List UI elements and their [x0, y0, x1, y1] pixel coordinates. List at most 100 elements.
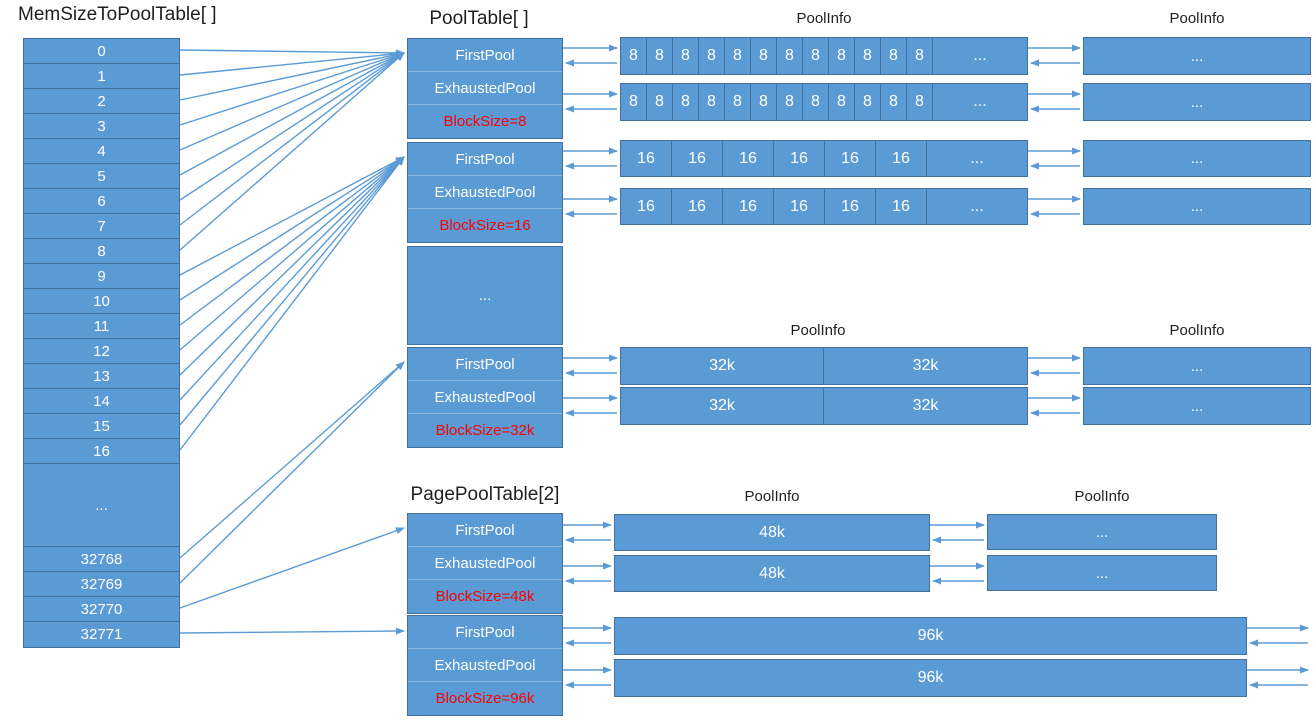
pool-info-block-cell: 16: [723, 141, 774, 176]
first-pool-cell: FirstPool: [408, 39, 562, 72]
pool-table-block-32k: FirstPool ExhaustedPool BlockSize=32k: [407, 347, 563, 448]
pointer-arrow: [179, 361, 405, 584]
pool-info-block-cell: ...: [933, 84, 1027, 120]
pool-info-block-cell: 8: [803, 38, 829, 74]
pointer-arrow: [179, 156, 405, 326]
pool-info-row: 96k: [614, 617, 1247, 655]
mem-table-cell: 32770: [24, 597, 179, 622]
mem-table-cell: 32769: [24, 572, 179, 597]
pool-info-block-cell: 8: [855, 38, 881, 74]
mem-table-cell: 0: [24, 39, 179, 64]
pool-info-block-cell: 16: [672, 141, 723, 176]
poolinfo-title: PoolInfo: [1169, 10, 1225, 27]
block-size-cell: BlockSize=16: [408, 209, 562, 242]
pool-info-block-cell: 8: [777, 84, 803, 120]
pool-info-block-cell: 8: [673, 84, 699, 120]
first-pool-cell: FirstPool: [408, 143, 562, 176]
pointer-arrow: [179, 156, 405, 351]
pointer-arrow: [179, 156, 405, 401]
pool-table-block-ellipsis: ...: [407, 246, 563, 345]
pool-info-block-cell: 8: [621, 38, 647, 74]
mem-table-cell: 5: [24, 164, 179, 189]
pool-info-block-cell: 8: [803, 84, 829, 120]
pool-info-block-cell: 16: [876, 189, 927, 224]
pool-info-block-cell: 16: [621, 189, 672, 224]
exhausted-pool-cell: ExhaustedPool: [408, 381, 562, 414]
pool-info-block-cell: 16: [621, 141, 672, 176]
mem-table-cell: 13: [24, 364, 179, 389]
first-pool-cell: FirstPool: [408, 514, 562, 547]
pool-info-continuation-block: ...: [987, 555, 1217, 591]
pointer-arrow: [179, 50, 405, 76]
pool-info-row: 48k: [614, 555, 930, 592]
poolinfo-title: PoolInfo: [744, 488, 800, 505]
pool-info-block-cell: 8: [647, 84, 673, 120]
mem-table-cell: 32771: [24, 622, 179, 647]
pool-info-block-cell: 48k: [615, 556, 929, 591]
mem-table-cell: 6: [24, 189, 179, 214]
page-pool-table-title: PagePoolTable[2]: [410, 484, 560, 505]
mem-table-cell: 14: [24, 389, 179, 414]
pool-info-block-cell: 8: [699, 84, 725, 120]
pool-info-block-cell: ...: [933, 38, 1027, 74]
pool-info-block-cell: 16: [774, 189, 825, 224]
pointer-arrow: [179, 51, 405, 101]
pool-info-block-cell: 8: [907, 84, 933, 120]
pool-info-block-cell: 8: [855, 84, 881, 120]
poolinfo-title: PoolInfo: [790, 322, 846, 339]
pool-info-block-cell: 96k: [615, 618, 1246, 654]
mem-table-cell: 16: [24, 439, 179, 464]
page-pool-block-48k: FirstPool ExhaustedPool BlockSize=48k: [407, 513, 563, 614]
mem-table-cell: ...: [24, 464, 179, 547]
pointer-arrow: [179, 627, 405, 635]
pool-info-block-cell: 8: [751, 84, 777, 120]
exhausted-pool-cell: ExhaustedPool: [408, 176, 562, 209]
pointer-arrow: [179, 52, 405, 176]
pool-info-block-cell: 96k: [615, 660, 1246, 696]
pointer-arrow: [179, 361, 405, 559]
pool-info-block-cell: 8: [725, 38, 751, 74]
pool-info-block-cell: 8: [621, 84, 647, 120]
pool-info-block-cell: 16: [672, 189, 723, 224]
block-size-cell: BlockSize=8: [408, 105, 562, 138]
mem-table-cell: 15: [24, 414, 179, 439]
pool-info-continuation-block: ...: [1083, 83, 1311, 121]
pool-info-continuation-block: ...: [1083, 188, 1311, 225]
pointer-arrow: [179, 52, 405, 226]
pool-info-block-cell: 8: [725, 84, 751, 120]
mem-table-cell: 10: [24, 289, 179, 314]
pointer-arrow: [179, 52, 405, 201]
pool-info-block-cell: ...: [927, 189, 1027, 224]
pool-table-block-8: FirstPool ExhaustedPool BlockSize=8: [407, 38, 563, 139]
pool-info-block-cell: 32k: [824, 348, 1027, 384]
mem-table-cell: 2: [24, 89, 179, 114]
pool-info-block-cell: 48k: [615, 515, 929, 550]
pool-info-block-cell: 16: [825, 189, 876, 224]
pointer-arrow: [179, 49, 405, 57]
pool-info-block-cell: 8: [751, 38, 777, 74]
first-pool-cell: FirstPool: [408, 616, 562, 649]
mem-table-cell: 12: [24, 339, 179, 364]
pointer-arrow: [179, 52, 405, 251]
mem-table-cell: 11: [24, 314, 179, 339]
poolinfo-title: PoolInfo: [1169, 322, 1225, 339]
pool-info-row: 96k: [614, 659, 1247, 697]
pool-table-title: PoolTable[ ]: [429, 8, 529, 29]
pool-info-block-cell: 32k: [621, 388, 824, 424]
mem-table-cell: 3: [24, 114, 179, 139]
mem-table-cell: 8: [24, 239, 179, 264]
pointer-arrow: [179, 52, 405, 126]
pointer-arrow: [179, 52, 405, 151]
pool-info-continuation-block: ...: [1083, 347, 1311, 385]
pointer-arrow: [179, 156, 405, 426]
pool-info-block-cell: 16: [774, 141, 825, 176]
pool-info-block-cell: 8: [907, 38, 933, 74]
block-size-cell: BlockSize=96k: [408, 682, 562, 715]
mem-table-cell: 4: [24, 139, 179, 164]
pool-info-continuation-block: ...: [987, 514, 1217, 550]
pool-info-block-cell: ...: [927, 141, 1027, 176]
mem-table-cell: 1: [24, 64, 179, 89]
